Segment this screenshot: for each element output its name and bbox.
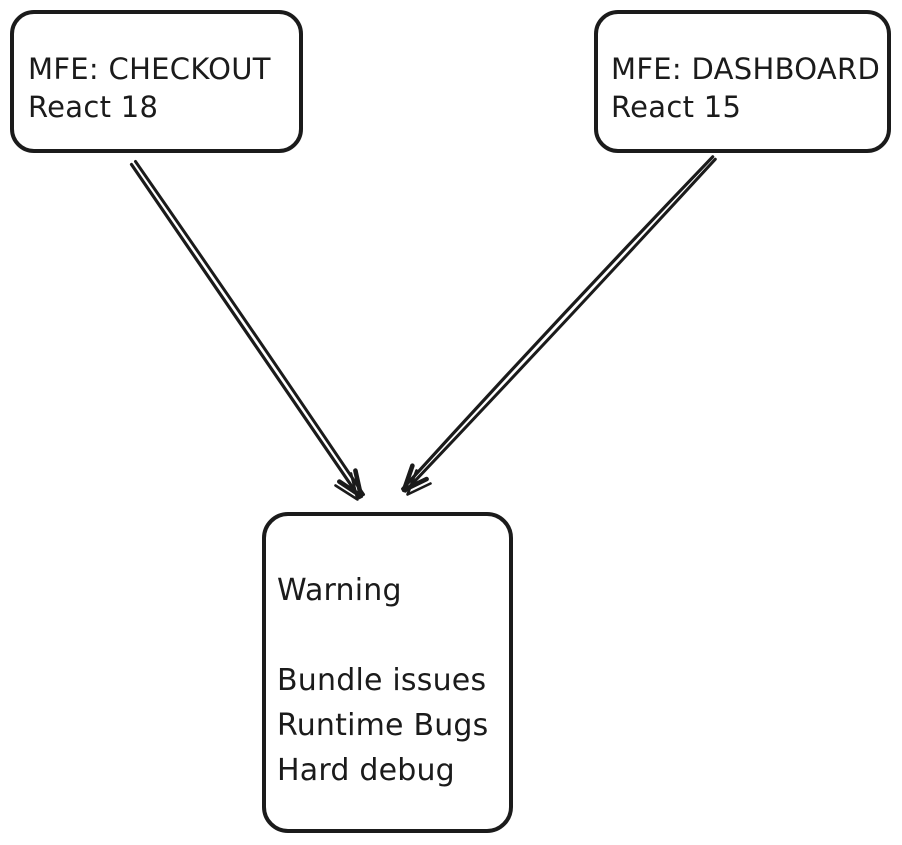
arrow-dashboard-to-warning[interactable] [401, 155, 717, 496]
node-mfe-dashboard[interactable]: MFE: DASHBOARD React 15 [594, 10, 891, 153]
arrowhead-icon [401, 463, 429, 493]
warning-line-runtime: Runtime Bugs [277, 708, 489, 743]
blank-line [277, 613, 509, 658]
node-title: MFE: CHECKOUT [28, 52, 271, 86]
arrow-checkout-to-warning[interactable] [129, 160, 365, 501]
node-title: Warning [277, 573, 402, 608]
node-title: MFE: DASHBOARD [611, 52, 881, 86]
arrowhead-icon [406, 469, 432, 496]
node-subtitle: React 18 [28, 90, 159, 124]
arrowhead-icon [334, 472, 359, 501]
warning-line-bundle: Bundle issues [277, 663, 487, 698]
arrow-shaft [129, 162, 362, 500]
arrow-shaft [401, 155, 715, 491]
node-mfe-checkout[interactable]: MFE: CHECKOUT React 18 [10, 10, 303, 153]
node-subtitle: React 15 [611, 90, 742, 124]
warning-line-debug: Hard debug [277, 753, 455, 788]
arrow-shaft [403, 157, 717, 493]
arrowhead-icon [337, 468, 364, 499]
arrow-shaft [134, 160, 365, 496]
node-warning[interactable]: Warning Bundle issues Runtime Bugs Hard … [262, 512, 513, 833]
